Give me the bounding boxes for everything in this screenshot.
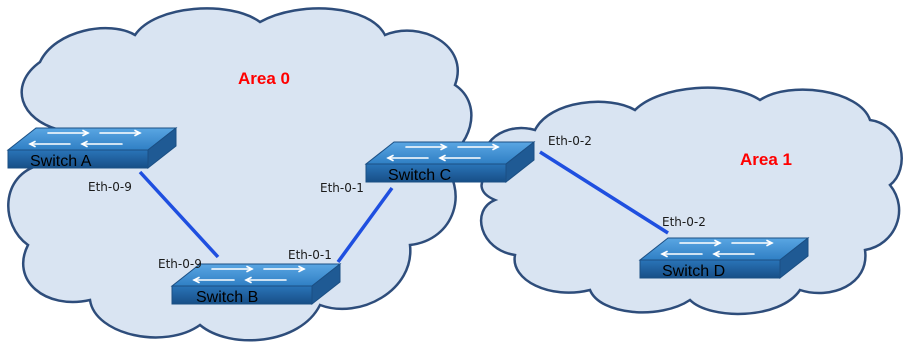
area1-label: Area 1 [740,150,792,169]
area0-cloud [7,7,473,342]
port-label-b-to-c: Eth-0-1 [288,248,332,262]
switch-d[interactable]: Switch D [639,237,809,280]
switch-c[interactable]: Switch C [365,141,535,184]
switch-b[interactable]: Switch B [171,263,341,306]
switch-d-label: Switch D [662,263,725,280]
port-label-c-to-b: Eth-0-1 [320,181,364,195]
switch-b-label: Switch B [196,289,258,306]
link-b-c [336,186,394,264]
port-label-a: Eth-0-9 [88,180,132,194]
port-label-d: Eth-0-2 [662,215,706,229]
switch-c-label: Switch C [388,167,451,184]
area0-label: Area 0 [238,69,290,88]
port-label-b-to-a: Eth-0-9 [158,257,202,271]
link-a-b [138,170,220,259]
port-label-c-to-d: Eth-0-2 [548,134,592,148]
switch-a-label: Switch A [30,153,92,170]
link-c-d [539,150,669,235]
switch-a[interactable]: Switch A [7,127,177,170]
